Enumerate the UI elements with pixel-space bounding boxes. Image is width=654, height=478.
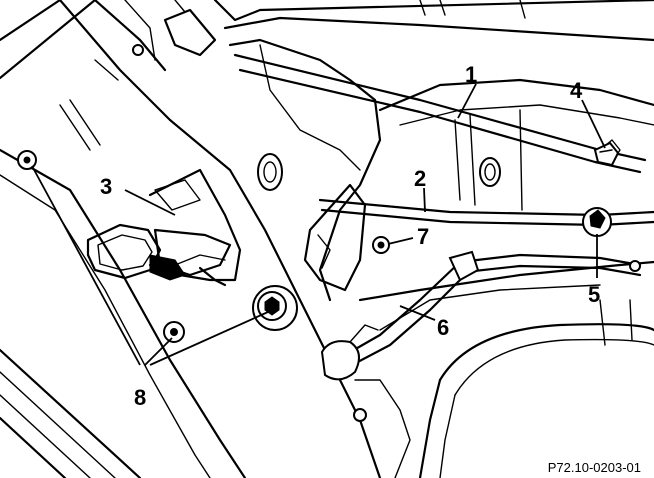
upper-cable (233, 53, 647, 174)
callout-2: 2 (414, 166, 426, 191)
leader-4 (581, 99, 606, 149)
door-lock-assembly (86, 168, 242, 287)
grommets (132, 44, 501, 191)
nut-7 (372, 236, 390, 254)
leader-8a (31, 165, 141, 366)
callout-5: 5 (588, 282, 600, 307)
leader-7 (387, 237, 414, 245)
bolts-8 (17, 150, 298, 343)
figure-reference: P72.10-0203-01 (548, 460, 641, 475)
cable-clip-4 (593, 141, 620, 167)
leader-lines (31, 83, 606, 366)
leader-3 (124, 189, 176, 216)
callout-3: 3 (100, 174, 112, 199)
leader-6 (399, 305, 436, 321)
bolt-main (252, 285, 298, 331)
bolt-top-left (17, 150, 37, 170)
lower-cable-6 (320, 250, 642, 478)
leader-8b (144, 337, 173, 366)
callout-1: 1 (465, 62, 477, 87)
callout-labels: 1 2 3 4 5 6 7 8 (100, 62, 600, 410)
callout-6: 6 (437, 315, 449, 340)
middle-cable (318, 198, 654, 227)
leader-8c (149, 311, 269, 366)
callout-7: 7 (417, 224, 429, 249)
fastener-5 (582, 207, 641, 272)
callout-4: 4 (570, 78, 583, 103)
callout-8: 8 (134, 385, 146, 410)
leader-2 (423, 187, 426, 213)
leader-1 (457, 83, 477, 119)
bolt-lower-left (163, 321, 185, 343)
